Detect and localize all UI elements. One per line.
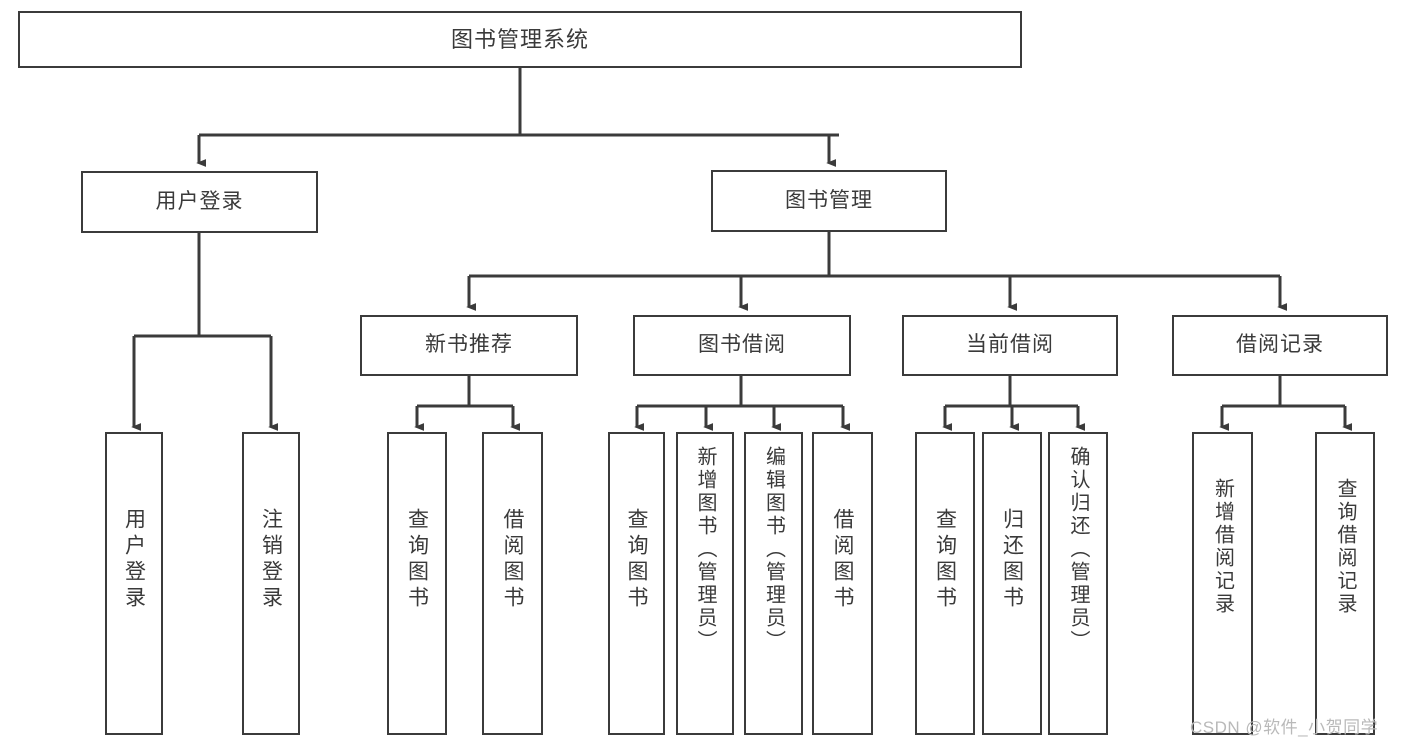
node-label: 查询图书 [933, 508, 957, 612]
node-label: 新书推荐 [425, 333, 513, 357]
node-label: 借阅图书 [831, 508, 854, 612]
node-root-system[interactable]: 图书管理系统 [18, 11, 1022, 68]
node-label: 图书管理系统 [450, 26, 589, 52]
leaf-borrow-query-book[interactable]: 查询图书 [608, 432, 665, 735]
node-current-borrow[interactable]: 当前借阅 [902, 315, 1118, 376]
node-label: 新增借阅记录 [1211, 478, 1234, 616]
leaf-user-login-logout[interactable]: 注销登录 [242, 432, 300, 735]
leaf-borrow-borrow-book[interactable]: 借阅图书 [812, 432, 873, 735]
node-label: 查询借阅记录 [1334, 478, 1356, 616]
csdn-watermark: CSDN @软件_小贺同学 [1190, 718, 1379, 737]
leaf-current-confirm-return-admin[interactable]: 确认归还（管理员） [1048, 432, 1108, 735]
node-label: 图书管理 [785, 188, 873, 212]
node-user-login[interactable]: 用户登录 [81, 171, 318, 233]
leaf-new-book-query[interactable]: 查询图书 [387, 432, 447, 735]
node-label: 借阅图书 [501, 508, 524, 612]
node-label: 查询图书 [625, 508, 648, 612]
leaf-records-query-record[interactable]: 查询借阅记录 [1315, 432, 1375, 735]
leaf-borrow-edit-book-admin[interactable]: 编辑图书（管理员） [744, 432, 803, 735]
leaf-current-return-book[interactable]: 归还图书 [982, 432, 1042, 735]
node-label: 图书借阅 [698, 333, 786, 357]
node-label: 查询图书 [405, 508, 429, 612]
node-label: 用户登录 [155, 189, 244, 213]
leaf-borrow-add-book-admin[interactable]: 新增图书（管理员） [676, 432, 734, 735]
node-label: 归还图书 [1000, 508, 1024, 612]
leaf-user-login-login[interactable]: 用户登录 [105, 432, 163, 735]
node-borrow-records[interactable]: 借阅记录 [1172, 315, 1388, 376]
node-label: 新增图书（管理员） [694, 446, 716, 653]
node-label: 编辑图书（管理员） [762, 446, 785, 653]
node-label: 用户登录 [122, 508, 146, 612]
node-book-management[interactable]: 图书管理 [711, 170, 947, 232]
node-label: 借阅记录 [1236, 333, 1324, 357]
leaf-new-book-borrow[interactable]: 借阅图书 [482, 432, 543, 735]
leaf-records-add-record[interactable]: 新增借阅记录 [1192, 432, 1253, 735]
node-label: 注销登录 [259, 508, 283, 612]
node-label: 确认归还（管理员） [1067, 446, 1089, 653]
node-label: 当前借阅 [966, 333, 1054, 357]
leaf-current-query-book[interactable]: 查询图书 [915, 432, 975, 735]
node-book-borrow[interactable]: 图书借阅 [633, 315, 851, 376]
node-new-book-recommend[interactable]: 新书推荐 [360, 315, 578, 376]
